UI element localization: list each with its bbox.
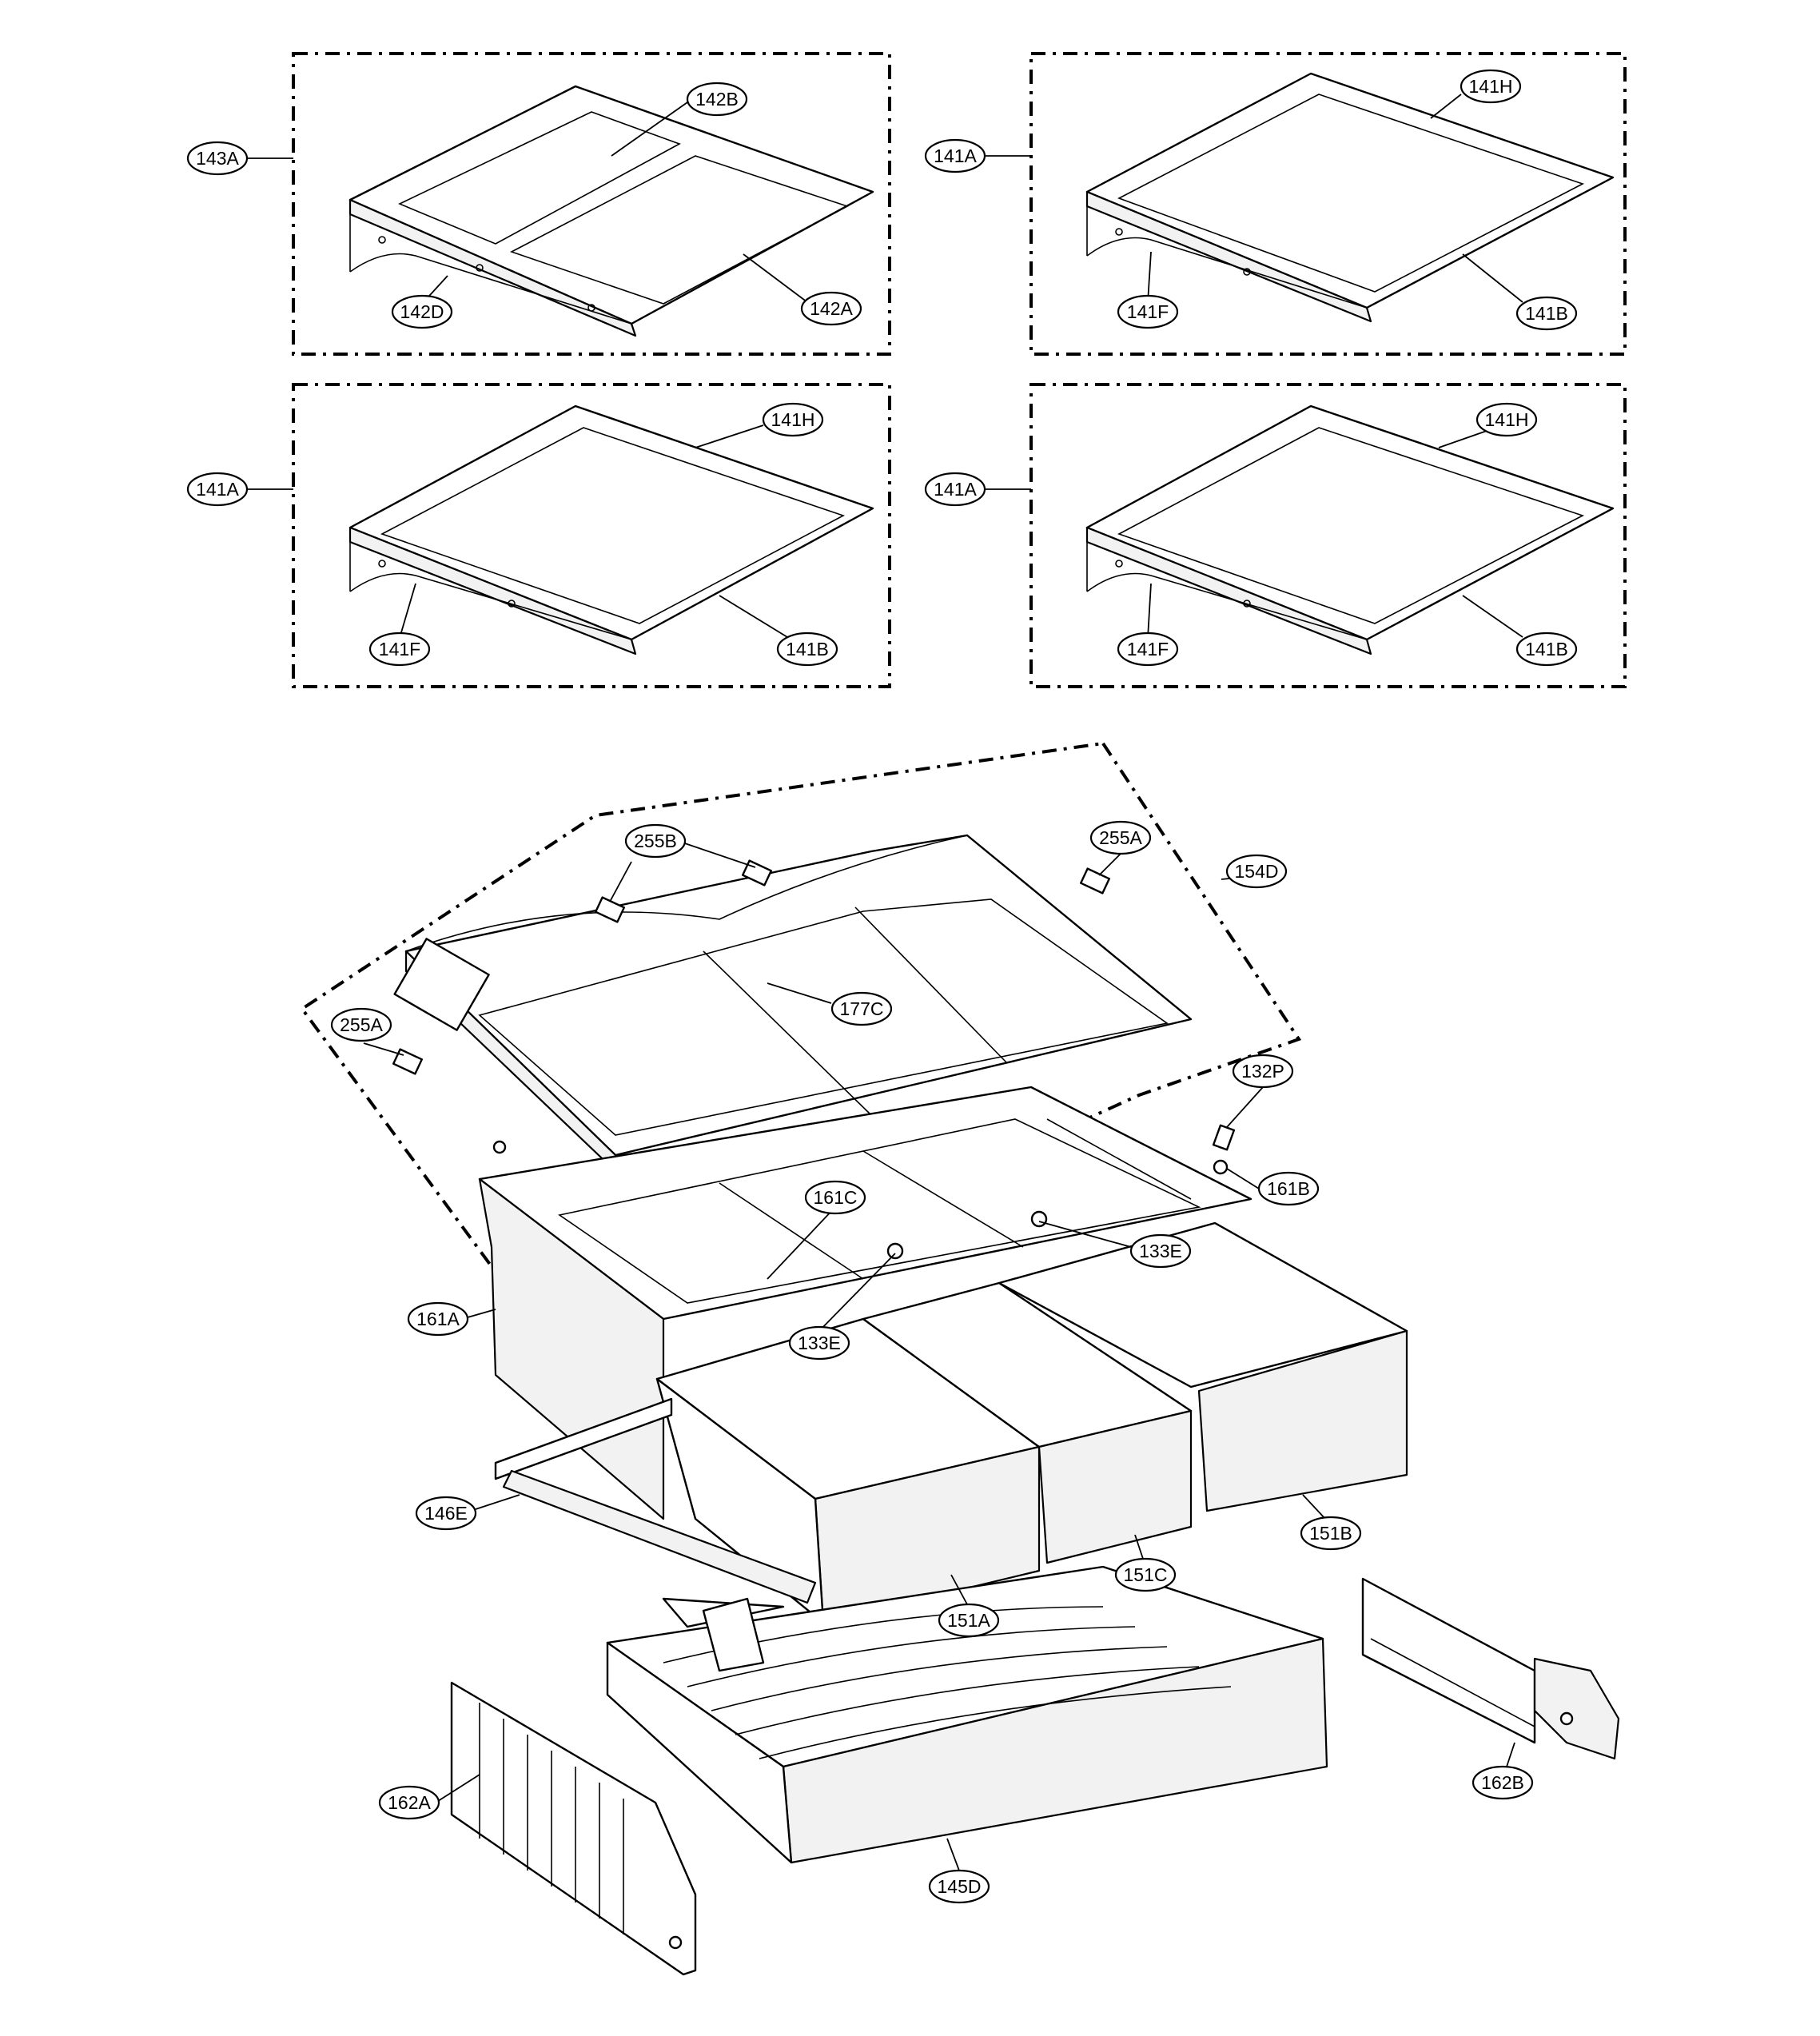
callout-141f-1: 141F: [1117, 294, 1179, 329]
front-grille-162a: [450, 1681, 697, 1976]
callout-132p: 132P: [1232, 1054, 1294, 1089]
svg-text:133E: 133E: [798, 1333, 841, 1353]
svg-text:141F: 141F: [1127, 639, 1169, 659]
callout-141b-1: 141B: [1515, 296, 1578, 331]
drawer-151c: [862, 1281, 1193, 1564]
svg-text:161A: 161A: [416, 1309, 460, 1329]
callout-143a: 143A: [186, 141, 249, 176]
svg-text:161B: 161B: [1267, 1178, 1310, 1199]
svg-text:141H: 141H: [1485, 409, 1529, 430]
svg-text:141A: 141A: [934, 479, 977, 500]
svg-text:141F: 141F: [1127, 301, 1169, 322]
callout-177c: 177C: [830, 991, 893, 1026]
callout-151b: 151B: [1300, 1516, 1362, 1551]
svg-text:141B: 141B: [786, 639, 829, 659]
svg-text:141F: 141F: [379, 639, 420, 659]
callout-142a: 142A: [800, 291, 862, 326]
callout-141a-3: 141A: [924, 472, 986, 507]
group-box-141a-top-right: [1029, 52, 1627, 356]
svg-text:141H: 141H: [771, 409, 815, 430]
shelf-assembly-141a-mid-right: [1085, 404, 1615, 655]
svg-text:142B: 142B: [695, 89, 739, 110]
callout-141b-3: 141B: [1515, 632, 1578, 667]
group-box-143a: [292, 52, 891, 356]
shelf-assembly-141a-mid-left: [348, 404, 874, 655]
callout-255a-2: 255A: [330, 1007, 392, 1042]
callout-154d: 154D: [1225, 854, 1288, 889]
callout-161c: 161C: [804, 1180, 866, 1215]
side-rail-162b: [1361, 1577, 1620, 1760]
bottom-tray-145d: [606, 1565, 1328, 1864]
svg-text:151B: 151B: [1309, 1523, 1352, 1544]
svg-text:141B: 141B: [1525, 303, 1568, 324]
clip-255a-2: [392, 1048, 424, 1075]
callout-162a: 162A: [378, 1785, 440, 1820]
svg-text:255B: 255B: [634, 831, 677, 851]
svg-text:161C: 161C: [814, 1187, 858, 1208]
callout-162b: 162B: [1472, 1765, 1534, 1800]
svg-text:145D: 145D: [938, 1876, 982, 1897]
callout-141f-3: 141F: [1117, 632, 1179, 667]
svg-text:255A: 255A: [1099, 827, 1142, 848]
callout-146e: 146E: [415, 1496, 477, 1531]
svg-text:154D: 154D: [1235, 861, 1279, 882]
svg-text:151A: 151A: [947, 1610, 990, 1631]
svg-text:133E: 133E: [1139, 1241, 1182, 1261]
callout-255a-1: 255A: [1089, 820, 1152, 855]
callout-161b: 161B: [1257, 1171, 1320, 1206]
svg-text:151C: 151C: [1124, 1564, 1168, 1585]
callout-141h-3: 141H: [1476, 402, 1538, 437]
callout-161a: 161A: [407, 1301, 469, 1337]
shelf-assembly-143a: [348, 85, 874, 337]
callout-141a-2: 141A: [186, 472, 249, 507]
svg-text:162A: 162A: [388, 1792, 431, 1813]
svg-text:142D: 142D: [400, 301, 444, 322]
callout-142b: 142B: [686, 82, 748, 117]
group-box-141a-mid-left: [292, 383, 891, 688]
svg-text:141A: 141A: [934, 145, 977, 166]
group-box-141a-mid-right: [1029, 383, 1627, 688]
svg-text:255A: 255A: [340, 1014, 383, 1035]
drawer-151b: [998, 1221, 1408, 1512]
callout-151c: 151C: [1114, 1557, 1177, 1592]
callout-141f-2: 141F: [368, 632, 431, 667]
callout-255b: 255B: [624, 823, 687, 859]
callout-142d: 142D: [391, 294, 453, 329]
callout-141h-1: 141H: [1460, 69, 1522, 104]
svg-text:146E: 146E: [424, 1503, 468, 1524]
clip-255b-2: [741, 859, 773, 887]
clip-255a-1: [1079, 867, 1111, 894]
svg-text:162B: 162B: [1481, 1772, 1524, 1793]
shelf-assembly-141a-top-right: [1085, 72, 1615, 323]
drawer-151a: [655, 1317, 1041, 1624]
svg-text:142A: 142A: [810, 298, 853, 319]
clip-255b-1: [594, 896, 626, 923]
callout-141a-1: 141A: [924, 138, 986, 173]
svg-text:141H: 141H: [1469, 76, 1513, 97]
svg-text:141A: 141A: [196, 479, 239, 500]
svg-text:141B: 141B: [1525, 639, 1568, 659]
callout-141b-2: 141B: [776, 632, 838, 667]
callout-133e-2: 133E: [788, 1325, 850, 1361]
svg-text:177C: 177C: [840, 998, 884, 1019]
callout-151a: 151A: [938, 1603, 1000, 1638]
svg-text:132P: 132P: [1241, 1061, 1284, 1082]
fastener-small: [492, 1140, 507, 1154]
callout-133e-1: 133E: [1129, 1233, 1192, 1269]
callout-145d: 145D: [928, 1869, 990, 1904]
callout-141h-2: 141H: [762, 402, 824, 437]
svg-text:143A: 143A: [196, 148, 239, 169]
